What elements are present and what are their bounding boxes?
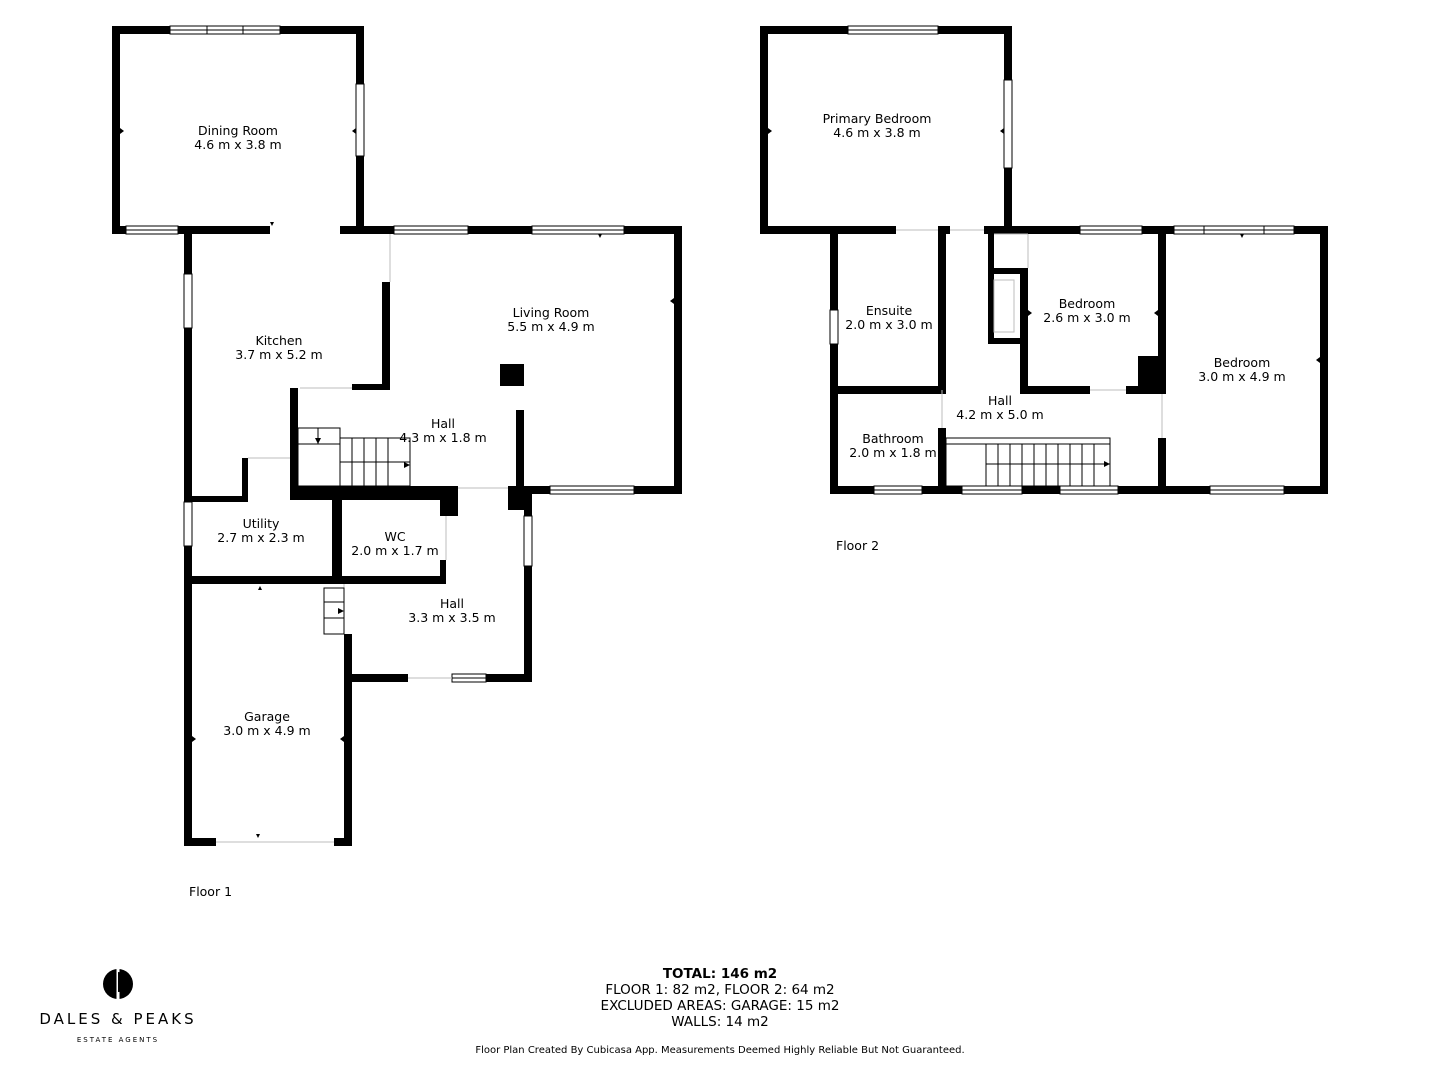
room-label-living-room: Living Room 5.5 m x 4.9 m [507,306,594,334]
floor-2-windows [829,25,1295,495]
room-name: Dining Room [198,123,278,138]
room-size: 4.3 m x 1.8 m [399,430,487,445]
room-size: 2.6 m x 3.0 m [1043,310,1131,325]
room-label-primary-bedroom: Primary Bedroom 4.6 m x 3.8 m [823,112,932,140]
floor-2-doors [896,229,1163,438]
room-size: 2.0 m x 1.8 m [849,445,937,460]
room-name: Bedroom [1213,355,1271,370]
room-label-bathroom: Bathroom 2.0 m x 1.8 m [849,432,936,460]
brand-subtitle: ESTATE AGENTS [76,1036,160,1044]
room-size: 3.0 m x 4.9 m [1198,369,1286,384]
floor-1-label: Floor 1 [189,884,233,899]
room-size: 2.0 m x 1.7 m [351,543,439,558]
room-label-kitchen: Kitchen 3.7 m x 5.2 m [235,334,322,362]
brand-logo: DALES & PEAKS ESTATE AGENTS [30,966,206,1044]
room-name: Utility [242,516,280,531]
room-size: 3.0 m x 4.9 m [223,723,311,738]
room-size: 2.0 m x 3.0 m [845,317,933,332]
room-label-hall-1: Hall 4.3 m x 1.8 m [399,417,486,445]
room-name: Primary Bedroom [822,111,932,126]
room-name: Hall [430,416,455,431]
room-name: Bathroom [862,431,924,446]
room-label-wc: WC 2.0 m x 1.7 m [351,530,438,558]
floor-areas: FLOOR 1: 82 m2, FLOOR 2: 64 m2 [605,982,835,998]
room-size: 4.6 m x 3.8 m [833,125,921,140]
room-label-bedroom-large: Bedroom 3.0 m x 4.9 m [1198,356,1285,384]
room-label-dining-room: Dining Room 4.6 m x 3.8 m [194,124,281,152]
room-name: Bedroom [1058,296,1116,311]
brand-name: DALES & PEAKS [39,1010,197,1028]
room-name: Living Room [512,305,590,320]
room-label-garage: Garage 3.0 m x 4.9 m [223,710,310,738]
room-size: 2.7 m x 2.3 m [217,530,305,545]
total-area: TOTAL: 146 m2 [662,966,778,982]
dp-monogram-icon [103,968,133,1000]
disclaimer-text: Floor Plan Created By Cubicasa App. Meas… [475,1045,965,1056]
room-name: Hall [439,596,464,611]
walls-area: WALLS: 14 m2 [671,1014,769,1030]
room-name: Garage [244,709,290,724]
room-size: 3.3 m x 3.5 m [408,610,496,625]
floor-2-label: Floor 2 [836,538,880,553]
room-size: 4.6 m x 3.8 m [194,137,282,152]
floor-1-walls [112,26,682,846]
room-size: 3.7 m x 5.2 m [235,347,323,362]
room-name: Ensuite [865,303,913,318]
dimension-ticks [120,128,1320,838]
room-name: WC [384,529,406,544]
excluded-areas: EXCLUDED AREAS: GARAGE: 15 m2 [600,998,840,1014]
room-label-ensuite: Ensuite 2.0 m x 3.0 m [845,304,932,332]
floor-2-walls [760,26,1328,494]
room-name: Kitchen [255,333,303,348]
room-name: Hall [987,393,1012,408]
room-size: 5.5 m x 4.9 m [507,319,595,334]
floor-1-stairs [297,427,411,635]
floor-2-stairs [945,437,1111,487]
room-label-hall-2: Hall 3.3 m x 3.5 m [408,597,495,625]
room-label-bedroom-small: Bedroom 2.6 m x 3.0 m [1043,297,1130,325]
room-size: 4.2 m x 5.0 m [956,407,1044,422]
room-label-hall-floor-2: Hall 4.2 m x 5.0 m [956,394,1043,422]
room-label-utility: Utility 2.7 m x 2.3 m [217,517,304,545]
area-summary: TOTAL: 146 m2 FLOOR 1: 82 m2, FLOOR 2: 6… [601,966,840,1030]
